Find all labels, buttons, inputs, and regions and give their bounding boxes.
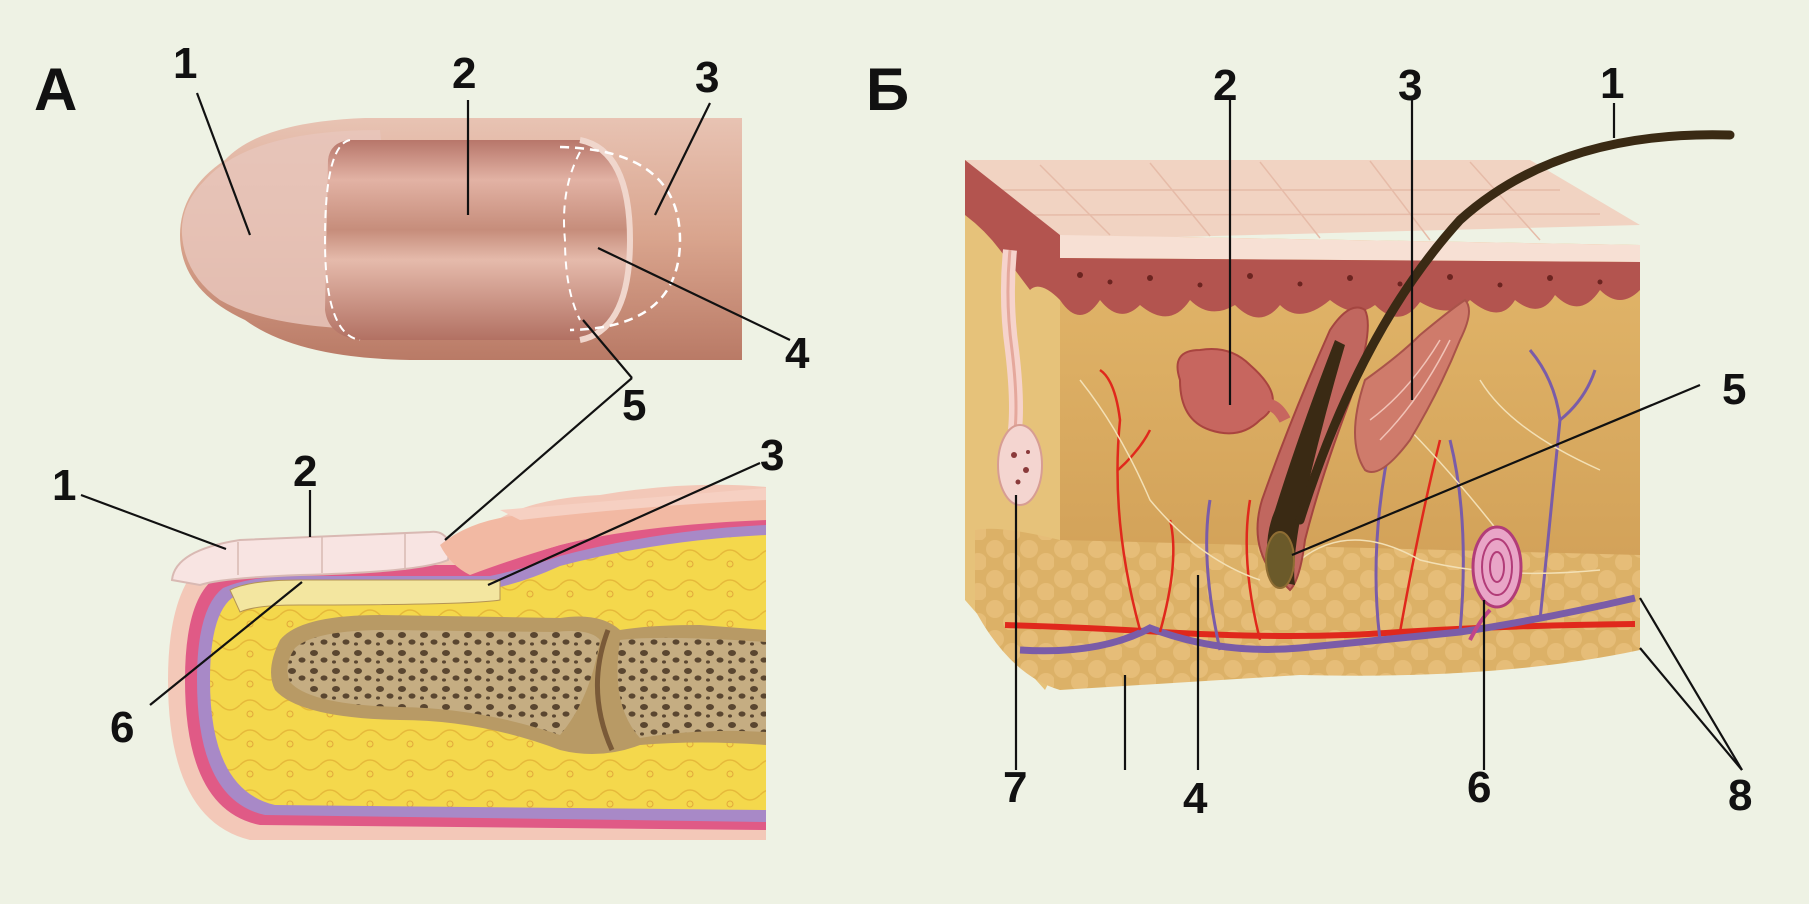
middle-phalanx: [618, 638, 767, 738]
callout-a-5: 5: [622, 381, 646, 430]
callout-b-6: 6: [1467, 763, 1491, 812]
callout-a-1: 1: [173, 39, 197, 88]
callout-a-4: 4: [785, 329, 810, 378]
callout-b-1: 1: [1600, 59, 1624, 108]
callout-b-8: 8: [1728, 771, 1752, 820]
panel-a: А: [34, 39, 810, 840]
callout-b-4: 4: [1183, 774, 1208, 823]
callout-b-3: 3: [1398, 61, 1422, 110]
callout-a-3: 3: [695, 53, 719, 102]
callout-b-2: 2: [1213, 61, 1237, 110]
hair-bulb: [1266, 532, 1294, 588]
callout-b-7: 7: [1003, 763, 1027, 812]
nail-plate: [325, 140, 630, 340]
callout-a-2-section: 2: [293, 447, 317, 496]
callout-a-3-section: 3: [760, 431, 784, 480]
callout-b-5: 5: [1722, 365, 1746, 414]
callout-a-2: 2: [452, 49, 476, 98]
panel-b-label: Б: [866, 56, 909, 123]
callout-a-1-section: 1: [52, 461, 76, 510]
callout-a-6: 6: [110, 703, 134, 752]
finger-top-view: [180, 118, 742, 360]
panel-b: Б: [866, 56, 1752, 823]
finger-section-view: [168, 485, 766, 840]
panel-a-label: А: [34, 56, 77, 123]
